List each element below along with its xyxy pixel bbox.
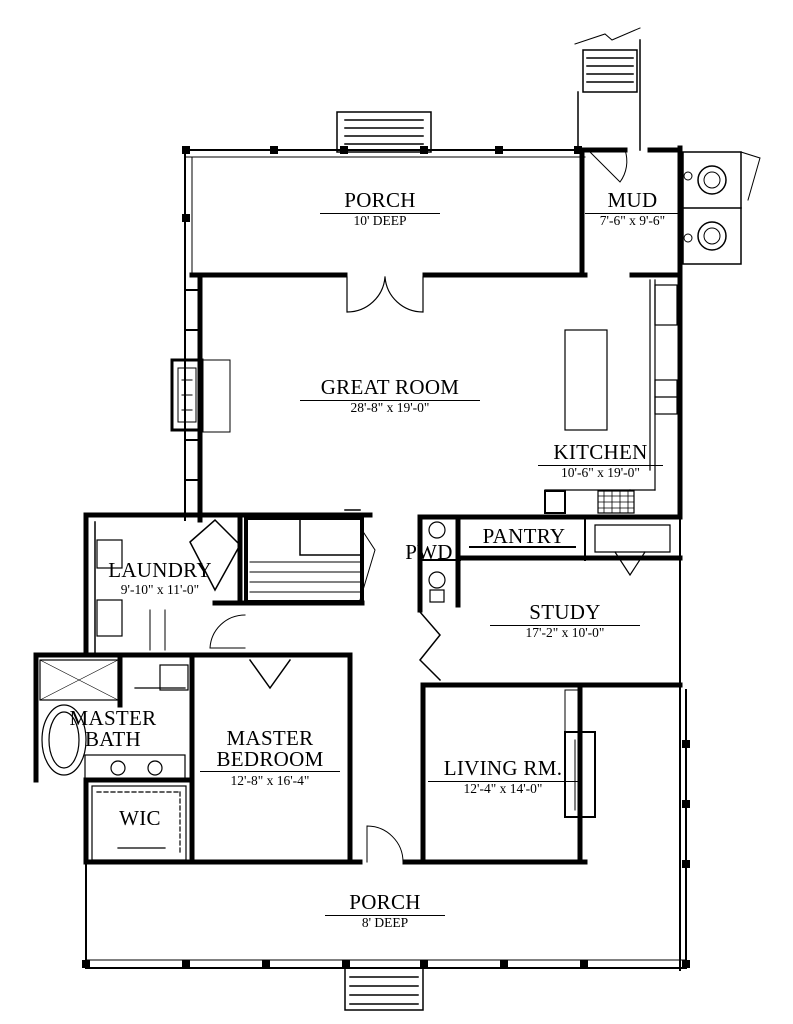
fireplace	[170, 358, 231, 433]
hvac-units	[682, 151, 761, 265]
mud-room-walls	[579, 145, 683, 473]
back-porch	[184, 149, 586, 521]
bedroom-door-swing	[248, 658, 292, 690]
room-mud: MUD 7'-6" x 9'-6"	[585, 190, 680, 228]
room-name: PORCH	[349, 890, 421, 914]
wic-fixtures	[91, 785, 187, 861]
room-name: STUDY	[529, 600, 601, 624]
room-name: WIC	[119, 806, 161, 830]
study-doors	[418, 610, 442, 682]
kitchen-island	[564, 329, 608, 431]
laundry-fixtures	[96, 518, 241, 651]
room-size: 7'-6" x 9'-6"	[585, 213, 680, 228]
room-wic: WIC	[105, 808, 175, 829]
room-name-line1: MASTER	[69, 706, 157, 730]
room-name: LIVING RM.	[443, 756, 563, 780]
front-porch-steps	[344, 967, 424, 1011]
front-door-swing	[366, 825, 404, 863]
back-porch-steps	[336, 111, 432, 153]
french-doors	[346, 276, 424, 313]
room-name: PWD	[405, 540, 453, 564]
room-master-bath: MASTER BATH	[58, 708, 168, 750]
pantry-cabinets	[594, 524, 671, 577]
great-room-window-ticks	[184, 289, 201, 481]
room-size: 12'-4" x 14'-0"	[428, 781, 578, 796]
kitchen-counters	[544, 279, 678, 514]
rear-steps	[574, 27, 641, 151]
room-front-porch: PORCH 8' DEEP	[325, 892, 445, 930]
room-size: 28'-8" x 19'-0"	[300, 400, 480, 415]
room-master-bedroom: MASTER BEDROOM 12'-8" x 16'-4"	[200, 728, 340, 788]
room-size: 9'-10" x 11'-0"	[120, 582, 200, 597]
room-name: MUD	[607, 188, 658, 212]
stair	[244, 509, 376, 604]
room-name-line2: BEDROOM	[200, 749, 340, 772]
room-size: 12'-8" x 16'-4"	[230, 773, 310, 788]
room-size: 17'-2" x 10'-0"	[490, 625, 640, 640]
room-size: 10' DEEP	[320, 213, 440, 228]
room-back-porch: PORCH 10' DEEP	[320, 190, 440, 228]
living-fireplace	[564, 689, 596, 818]
room-name: GREAT ROOM	[320, 375, 460, 399]
room-living: LIVING RM. 12'-4" x 14'-0"	[428, 758, 578, 796]
room-great-room: GREAT ROOM 28'-8" x 19'-0"	[300, 377, 480, 415]
laundry-door-swing	[209, 614, 246, 649]
room-name: KITCHEN	[553, 440, 648, 464]
room-size: 10'-6" x 19'-0"	[538, 465, 663, 480]
room-name-line1: MASTER	[226, 726, 314, 750]
room-pantry: PANTRY	[472, 526, 576, 547]
room-laundry: LAUNDRY 9'-10" x 11'-0"	[96, 560, 224, 597]
room-name: PANTRY	[482, 524, 566, 548]
porch-posts-front	[82, 740, 690, 968]
room-powder: PWD	[396, 542, 462, 563]
powder-fixtures	[428, 521, 446, 603]
room-name-line2: BATH	[84, 727, 142, 751]
mid-band-walls	[83, 512, 683, 658]
room-size: 8' DEEP	[325, 915, 445, 930]
master-bath-fixtures	[39, 659, 189, 781]
room-name: LAUNDRY	[108, 558, 212, 582]
room-study: STUDY 17'-2" x 10'-0"	[490, 602, 640, 640]
room-kitchen: KITCHEN 10'-6" x 19'-0"	[538, 442, 663, 480]
lower-band-walls	[33, 516, 683, 971]
stove-grid	[597, 490, 635, 514]
mud-door-swing	[589, 149, 628, 183]
room-name: PORCH	[344, 188, 416, 212]
